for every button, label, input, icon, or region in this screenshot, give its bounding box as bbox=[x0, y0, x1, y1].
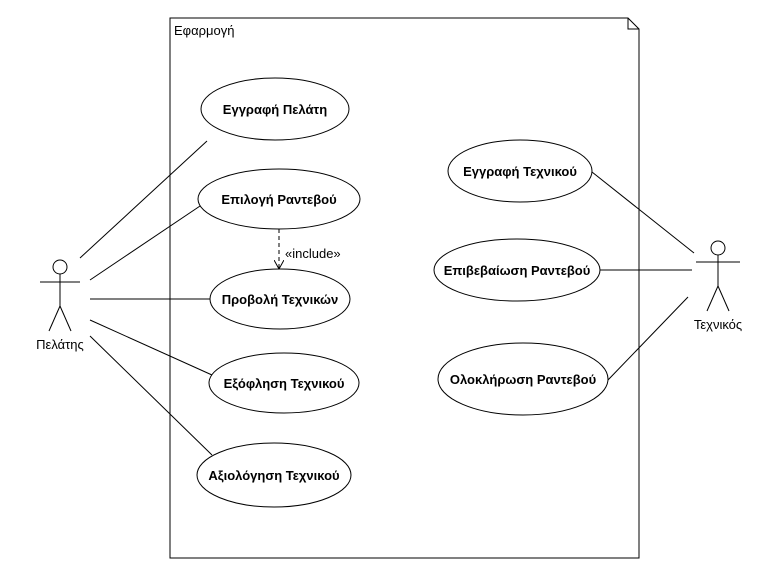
association-customer-select-appointment[interactable] bbox=[89, 201, 207, 281]
use-case-view-technicians[interactable]: Προβολή Τεχνικών bbox=[209, 268, 351, 330]
actor-technician-label: Τεχνικός bbox=[694, 317, 742, 332]
svg-text:Επιβεβαίωση Ραντεβού: Επιβεβαίωση Ραντεβού bbox=[444, 263, 591, 278]
svg-text:Ολοκλήρωση Ραντεβού: Ολοκλήρωση Ραντεβού bbox=[450, 372, 597, 387]
svg-text:Εξόφληση Τεχνικού: Εξόφληση Τεχνικού bbox=[224, 376, 345, 391]
svg-text:Εγγραφή Πελάτη: Εγγραφή Πελάτη bbox=[223, 102, 327, 117]
system-boundary[interactable]: Εφαρμογή bbox=[169, 17, 640, 559]
association-technician-complete[interactable] bbox=[607, 296, 689, 381]
include-dependency[interactable]: «include» bbox=[279, 229, 341, 269]
use-case-register-technician[interactable]: Εγγραφή Τεχνικού bbox=[447, 139, 593, 203]
stick-figure-icon bbox=[40, 259, 80, 332]
use-case-complete-appointment[interactable]: Ολοκλήρωση Ραντεβού bbox=[437, 342, 609, 416]
actor-technician[interactable]: Τεχνικός bbox=[694, 240, 742, 332]
actor-customer[interactable]: Πελάτης bbox=[36, 259, 84, 352]
association-technician-register[interactable] bbox=[591, 171, 695, 254]
use-case-register-customer[interactable]: Εγγραφή Πελάτη bbox=[200, 77, 350, 141]
include-label: «include» bbox=[285, 246, 341, 261]
use-case-select-appointment[interactable]: Επιλογή Ραντεβού bbox=[197, 168, 361, 230]
use-case-rate-technician[interactable]: Αξιολόγηση Τεχνικού bbox=[196, 442, 352, 508]
association-customer-rate[interactable] bbox=[89, 335, 213, 456]
association-customer-pay[interactable] bbox=[89, 319, 213, 376]
stick-figure-icon bbox=[696, 240, 740, 312]
use-case-pay-technician[interactable]: Εξόφληση Τεχνικού bbox=[208, 352, 360, 414]
association-customer-register[interactable] bbox=[79, 140, 208, 259]
actor-customer-label: Πελάτης bbox=[36, 337, 84, 352]
system-name: Εφαρμογή bbox=[174, 23, 234, 38]
svg-text:Αξιολόγηση Τεχνικού: Αξιολόγηση Τεχνικού bbox=[208, 468, 340, 483]
use-case-confirm-appointment[interactable]: Επιβεβαίωση Ραντεβού bbox=[433, 238, 601, 302]
svg-text:Εγγραφή Τεχνικού: Εγγραφή Τεχνικού bbox=[463, 164, 577, 179]
svg-text:Προβολή Τεχνικών: Προβολή Τεχνικών bbox=[222, 292, 339, 307]
svg-text:Επιλογή Ραντεβού: Επιλογή Ραντεβού bbox=[221, 192, 337, 207]
